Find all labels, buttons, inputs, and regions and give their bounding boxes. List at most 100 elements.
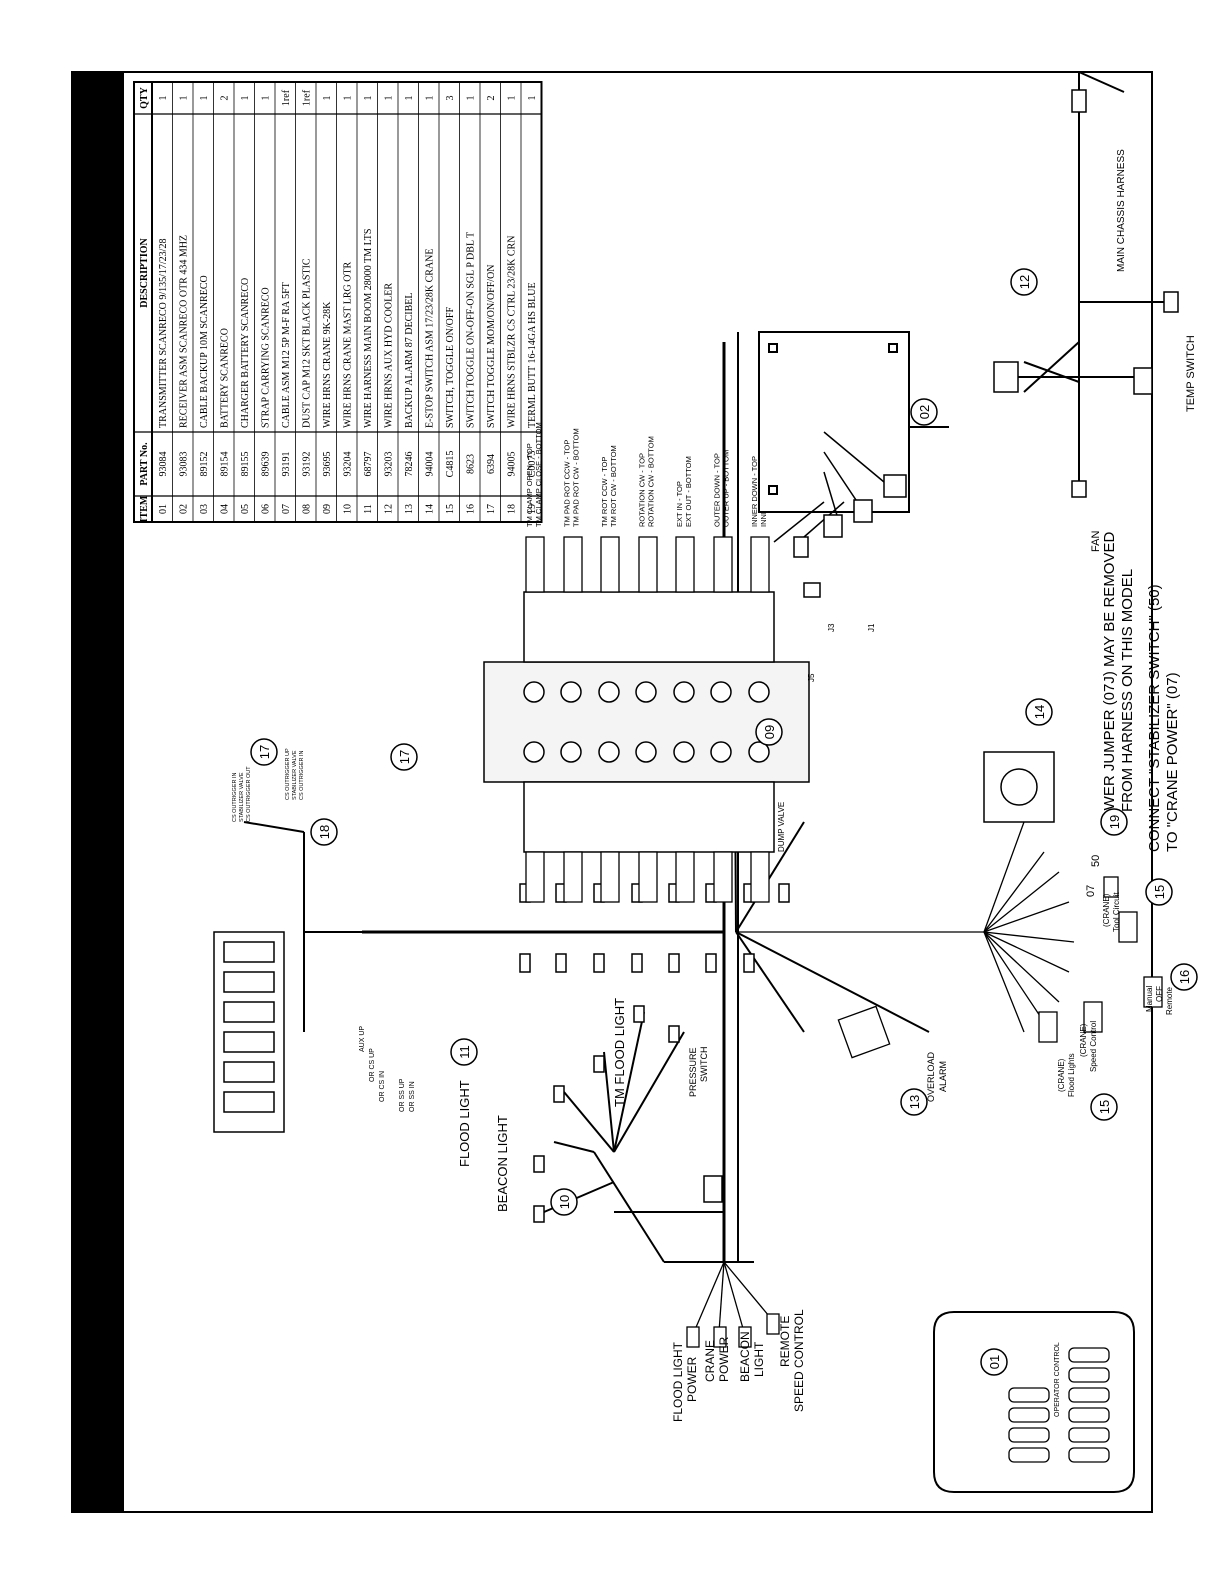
- table-cell-part_no: 93695: [322, 452, 333, 477]
- callout-number: 09: [762, 725, 777, 739]
- tag-j1: J1: [867, 623, 876, 632]
- table-cell-description: STRAP CARRYING SCANRECO: [261, 287, 272, 428]
- callout-number: 15: [1097, 1100, 1112, 1114]
- valve-block: [483, 591, 810, 853]
- table-header-item: ITEM: [139, 495, 150, 522]
- flood-light-power-2: POWER: [685, 1356, 699, 1402]
- wire-07-label: 07: [1085, 885, 1097, 897]
- callout-number: 12: [1017, 275, 1032, 289]
- table-cell-item: 06: [261, 504, 272, 514]
- table-cell-part_no: 89639: [261, 452, 272, 477]
- callout-number: 18: [317, 825, 332, 839]
- fan-label: FAN: [1090, 531, 1102, 552]
- receiver-plugs: [793, 474, 907, 598]
- table-cell-part_no: 93192: [302, 452, 313, 477]
- switch-wires: [738, 821, 1075, 1033]
- receiver: [758, 331, 949, 513]
- flood-light-power-1: FLOOD LIGHT: [671, 1341, 685, 1422]
- callout-number: 01: [987, 1355, 1002, 1369]
- table-cell-description: WIRE HRNS CRANE MAST LRG OTR: [343, 261, 354, 428]
- table-cell-qty: 1: [466, 96, 477, 101]
- valve-label-bottom: TM ROT CW - BOTTOM: [609, 445, 618, 527]
- table-cell-item: 08: [302, 504, 313, 514]
- beacon-light-b-1: BEACON: [738, 1331, 752, 1382]
- overload-alarm-label-1: OVERLOAD: [926, 1051, 936, 1102]
- stab-aux-up: AUX UP: [359, 1026, 366, 1052]
- operator-control-label: OPERATOR CONTROL: [1054, 1342, 1061, 1417]
- stab-or-ss-up: OR SS UP: [399, 1078, 406, 1112]
- beacon-light-label: BEACON LIGHT: [495, 1115, 510, 1212]
- mast-connectors: [533, 1005, 723, 1223]
- stab-a1: CS OUTRIGGER UP: [285, 748, 291, 800]
- callout-number: 19: [1107, 815, 1122, 829]
- valve-label-bottom: TM CLAMP CLOSE - BOTTOM: [534, 422, 543, 527]
- table-cell-description: TERML BUTT 16-14GA HS BLUE: [527, 282, 538, 428]
- callout-number: 14: [1032, 705, 1047, 719]
- callout-number: 13: [907, 1095, 922, 1109]
- table-cell-description: SWITCH, TOGGLE ON/OFF: [445, 307, 456, 428]
- tm-flood-light-label: TM FLOOD LIGHT: [612, 998, 627, 1107]
- pressure-switch-label-1: PRESSURE: [688, 1047, 698, 1097]
- table-cell-part_no: 93204: [343, 452, 354, 477]
- callout-bubble: [450, 1038, 478, 1066]
- table-cell-description: CABLE BACKUP 10M SCANRECO: [199, 275, 210, 428]
- table-cell-qty: 1: [322, 96, 333, 101]
- parts-table-frame: [133, 81, 543, 523]
- table-cell-item: 01: [158, 504, 169, 514]
- table-cell-item: 12: [384, 504, 395, 514]
- table-cell-qty: 2: [220, 96, 231, 101]
- table-cell-item: 03: [199, 504, 210, 514]
- callout-bubble: [550, 1188, 578, 1216]
- table-cell-qty: 2: [486, 96, 497, 101]
- table-cell-qty: 1: [179, 96, 190, 101]
- table-cell-item: 15: [445, 504, 456, 514]
- table-cell-qty: 1ref: [302, 89, 313, 106]
- table-cell-qty: 1: [404, 96, 415, 101]
- tag-j5: J5: [807, 673, 816, 682]
- table-cell-description: WIRE HRNS CRANE 9K-28K: [322, 301, 333, 428]
- table-cell-qty: 1: [158, 96, 169, 101]
- stabilizer-harness: [243, 821, 362, 1032]
- table-cell-part_no: 68797: [363, 452, 374, 477]
- off-label: OFF: [1155, 986, 1164, 1002]
- overload-alarm: [837, 1005, 891, 1059]
- table-cell-part_no: 8623: [466, 454, 477, 474]
- callout-number: 15: [1152, 885, 1167, 899]
- valve-label-bottom: OUTER UP - BOTTOM: [722, 450, 731, 527]
- callout-number: 16: [1177, 970, 1192, 984]
- callout-bubble: [310, 818, 338, 846]
- side-bar: [72, 72, 124, 1512]
- callout-bubble: [900, 1088, 928, 1116]
- table-header-qty: QTY: [139, 86, 150, 108]
- table-cell-part_no: 89154: [220, 452, 231, 477]
- table-cell-item: 11: [363, 504, 374, 514]
- crane-tool-circuit-2: Tool Circuit: [1112, 892, 1121, 932]
- table-cell-description: SWITCH TOGGLE MOM/ON/OFF/ON: [486, 264, 497, 428]
- stab-or-ss-in: OR SS IN: [409, 1081, 416, 1112]
- table-cell-description: BATTERY SCANRECO: [220, 328, 231, 428]
- stab-or-cs-in: OR CS IN: [379, 1071, 386, 1102]
- table-cell-description: RECEIVER ASM SCANRECO OTR 434 MHZ: [179, 235, 190, 428]
- operator-control-transmitter: OPERATOR CONTROL: [933, 1311, 1135, 1493]
- manual-label: Manual: [1145, 986, 1154, 1012]
- crane-power-2: POWER: [717, 1336, 731, 1382]
- valve-label-top: ROTATION CW - TOP: [638, 453, 647, 527]
- callout-number: 11: [457, 1045, 472, 1059]
- table-cell-qty: 1: [425, 96, 436, 101]
- table-cell-description: CHARGER BATTERY SCANRECO: [240, 278, 251, 428]
- table-cell-qty: 1: [199, 96, 210, 101]
- table-header-description: DESCRIPTION: [139, 237, 150, 307]
- table-cell-qty: 1ref: [281, 89, 292, 106]
- table-cell-part_no: C0073: [527, 451, 538, 478]
- note-power-jumper-1: POWER JUMPER (07J) MAY BE REMOVED: [1101, 532, 1118, 832]
- crane-power-1: CRANE: [703, 1340, 717, 1382]
- stab-b2: STABILIZER VALVE: [239, 772, 245, 822]
- table-cell-item: 17: [486, 504, 497, 514]
- stab-b1: CS OUTRIGGER IN: [232, 772, 238, 822]
- valve-spools: [525, 536, 770, 903]
- stab-or-cs-up: OR CS UP: [369, 1048, 376, 1082]
- table-cell-qty: 3: [445, 96, 456, 101]
- callout-number: 10: [557, 1195, 572, 1209]
